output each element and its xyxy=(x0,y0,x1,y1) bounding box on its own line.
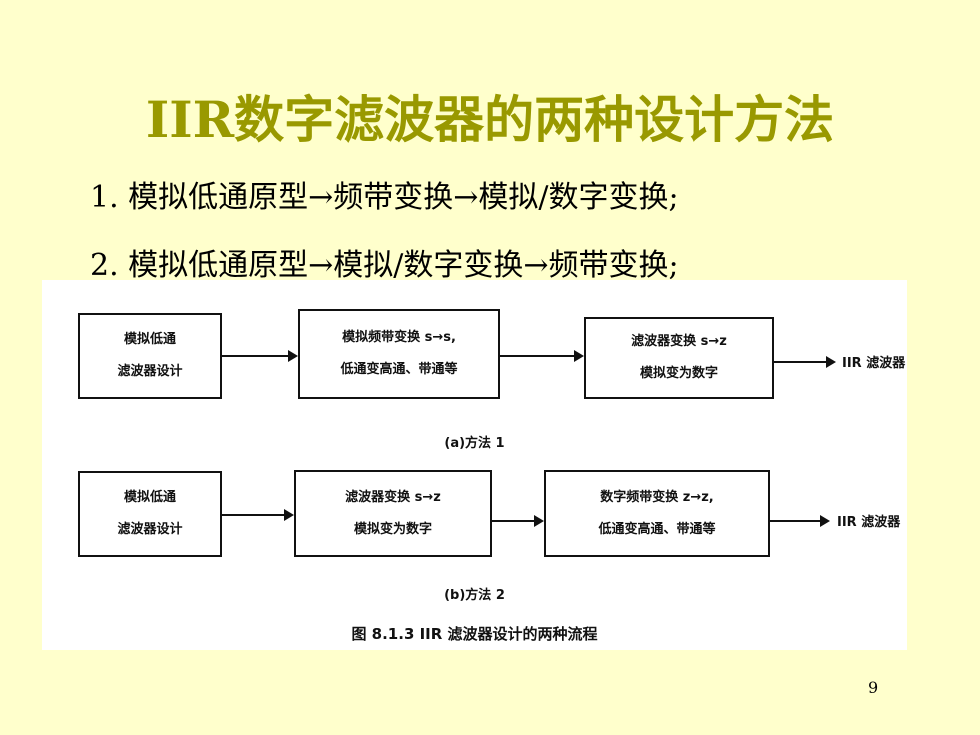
m1-box-filter-transform: 滤波器变换 s→z 模拟变为数字 xyxy=(584,317,774,399)
m1-box-analog-band-transform: 模拟频带变换 s→s, 低通变高通、带通等 xyxy=(298,309,500,399)
m2-box-lowpass-design: 模拟低通 滤波器设计 xyxy=(78,471,222,557)
m1-box2-line1: 模拟频带变换 s→s, xyxy=(342,330,456,345)
m2-arrow-1 xyxy=(222,509,294,521)
m2-output-label: IIR 滤波器 xyxy=(837,515,901,530)
m2-box1-line2: 滤波器设计 xyxy=(117,522,183,537)
m2-box1-line1: 模拟低通 xyxy=(123,490,176,505)
m2-arrow-3 xyxy=(770,515,830,527)
slide-title: IIR数字滤波器的两种设计方法 xyxy=(145,90,835,149)
m1-arrow-2 xyxy=(500,350,584,362)
method-line-2: 2. 模拟低通原型→模拟/数字变换→频带变换; xyxy=(90,248,679,283)
m1-caption: (a)方法 1 xyxy=(444,436,505,451)
m1-box3-line2: 模拟变为数字 xyxy=(639,366,718,381)
m1-box1-line2: 滤波器设计 xyxy=(117,364,183,379)
m2-box3-line1: 数字频带变换 z→z, xyxy=(600,489,714,505)
figure-caption: 图 8.1.3 IIR 滤波器设计的两种流程 xyxy=(351,625,598,643)
m2-caption: (b)方法 2 xyxy=(444,588,505,603)
m2-box-digital-band-transform: 数字频带变换 z→z, 低通变高通、带通等 xyxy=(544,470,770,557)
m1-box3-line1: 滤波器变换 s→z xyxy=(631,334,727,349)
m2-box2-line1: 滤波器变换 s→z xyxy=(345,489,441,505)
flowchart-figure: 模拟低通 滤波器设计 模拟频带变换 s→s, 低通变高通、带通等 滤波器变换 s… xyxy=(42,280,907,650)
m2-box-filter-transform: 滤波器变换 s→z 模拟变为数字 xyxy=(294,470,492,557)
m1-box1-line1: 模拟低通 xyxy=(123,332,176,347)
page-number: 9 xyxy=(868,678,879,697)
m1-arrow-3 xyxy=(774,356,836,368)
m1-arrow-1 xyxy=(222,350,298,362)
m2-box3-line2: 低通变高通、带通等 xyxy=(598,521,716,537)
method-line-1: 1. 模拟低通原型→频带变换→模拟/数字变换; xyxy=(90,180,679,215)
m2-arrow-2 xyxy=(492,515,544,527)
m1-output-label: IIR 滤波器 xyxy=(842,356,906,371)
m1-box2-line2: 低通变高通、带通等 xyxy=(340,362,458,377)
m1-box-lowpass-design: 模拟低通 滤波器设计 xyxy=(78,313,222,399)
m2-box2-line2: 模拟变为数字 xyxy=(353,521,432,537)
